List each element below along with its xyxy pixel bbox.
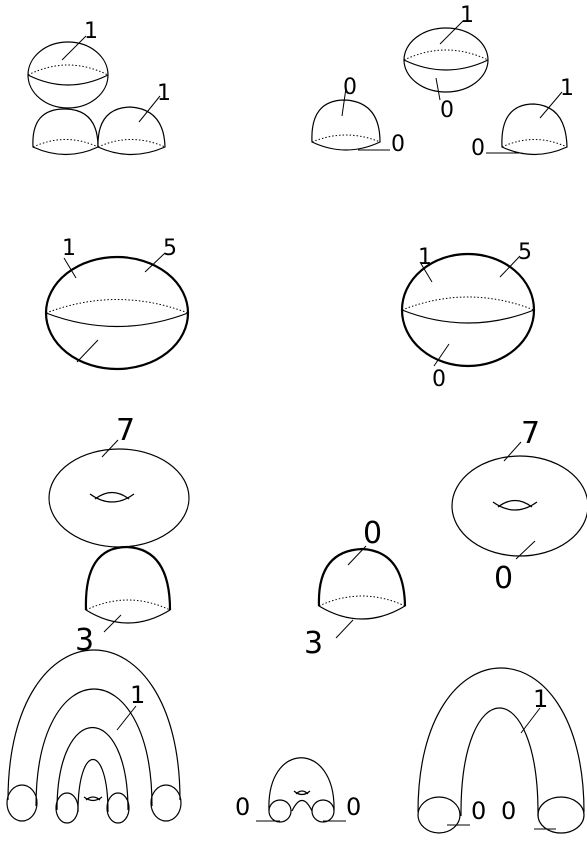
r3-mid-cap-bottom-label: 3	[304, 626, 323, 661]
r4-mid-right-label: 0	[346, 793, 361, 821]
r3-right-torus-bottom-label: 0	[494, 561, 513, 596]
r3-mid-cap: 0 3	[304, 516, 407, 661]
r3-right-torus: 7 0	[451, 416, 587, 596]
r3-right-torus-top-label: 7	[521, 416, 540, 451]
r4-right-leg2-label: 0	[501, 797, 516, 825]
r2-right-label-c: 0	[432, 367, 446, 392]
r1-right-cap1-top-label: 0	[343, 75, 357, 100]
r2-left-label-a: 1	[62, 236, 76, 261]
r3-left-cap-label: 3	[75, 623, 94, 658]
r1-left-caps-label: 1	[157, 81, 171, 106]
r3-left-group: 7 3	[48, 413, 190, 658]
r1-right-cap1-bottom-label: 0	[391, 132, 405, 157]
r2-left-label-b: 5	[163, 236, 177, 261]
r4-left-arch-label: 1	[130, 681, 145, 709]
r1-right-sphere-bottom-label: 0	[440, 98, 454, 123]
r2-right-surface: 1 5 0	[400, 240, 536, 392]
r4-mid-piece: 0 0	[235, 757, 361, 823]
r1-right-cap2-top-label: 1	[560, 76, 574, 101]
r2-right-label-b: 5	[518, 240, 532, 265]
r1-right-cap-2: 1 0	[471, 76, 574, 161]
r4-left-arch: 1	[6, 649, 182, 824]
r3-mid-cap-top-label: 0	[363, 516, 382, 551]
row1-left-group: 1 1	[27, 19, 171, 156]
r1-right-cap2-bottom-label: 0	[471, 136, 485, 161]
r1-right-sphere: 1 0	[403, 3, 489, 123]
r1-left-cap-b: 1	[97, 81, 171, 156]
r3-left-torus-label: 7	[116, 413, 135, 448]
r1-right-cap-1: 0 0	[311, 75, 405, 157]
row1-right-group: 1 0 0 0 1 0	[311, 3, 574, 161]
r4-right-arch: 1 0 0	[417, 667, 585, 834]
r4-right-arch-label: 1	[533, 685, 548, 713]
r3-left-torus: 7	[48, 413, 190, 548]
r1-right-sphere-top-label: 1	[460, 3, 474, 28]
r1-left-sphere: 1	[27, 19, 109, 109]
r2-left-surface: 1 5	[44, 236, 190, 371]
r1-left-cap-a	[32, 108, 99, 156]
r4-mid-left-label: 0	[235, 793, 250, 821]
r1-left-sphere-label: 1	[84, 19, 98, 44]
r2-right-label-a: 1	[418, 245, 432, 270]
r3-left-cap: 3	[75, 545, 172, 658]
r4-right-leg1-label: 0	[471, 797, 486, 825]
